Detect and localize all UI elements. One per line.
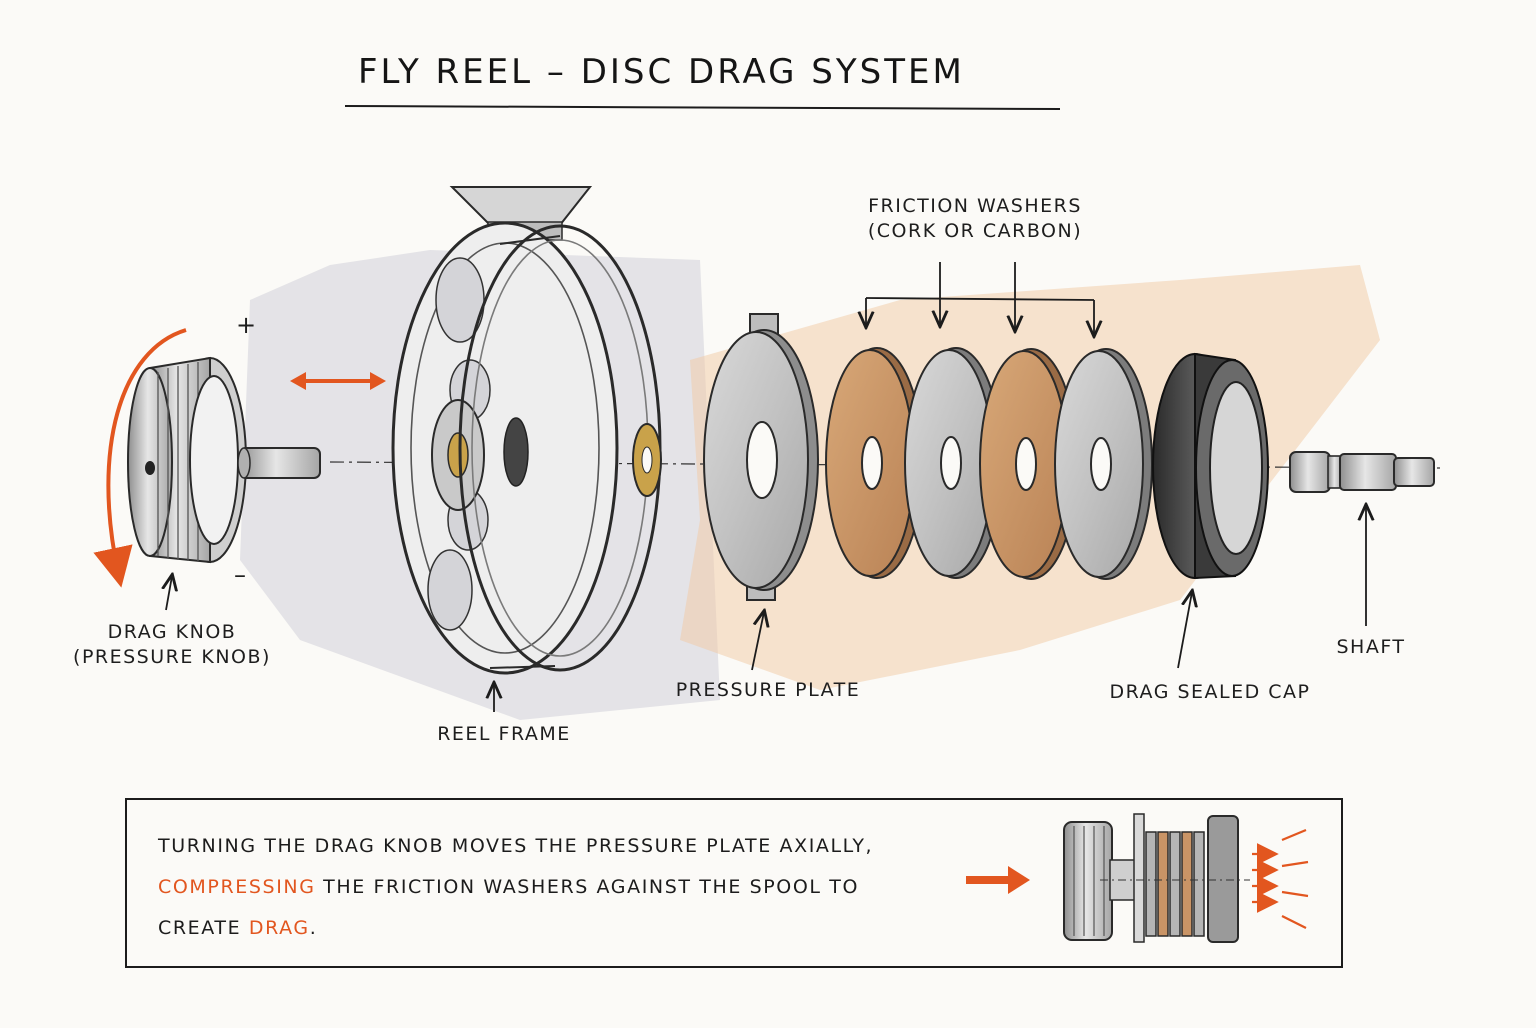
friction-washers	[825, 347, 1153, 580]
washer-cork-1	[825, 347, 924, 579]
drag-knob-label-line2: (PRESSURE KNOB)	[73, 645, 271, 668]
reel-frame	[391, 186, 662, 675]
washers-bracket	[866, 262, 1094, 335]
drag-knob-label: DRAG KNOB (PRESSURE KNOB)	[62, 620, 282, 669]
shaft	[1289, 451, 1435, 493]
rotation-arrow	[93, 328, 187, 588]
shaft-label: SHAFT	[1336, 636, 1406, 658]
friction-washers-label-line2: (CORK OR CARBON)	[867, 219, 1083, 242]
reel-frame-label: REEL FRAME	[437, 723, 571, 745]
friction-washers-label-line1: FRICTION WASHERS	[868, 195, 1082, 217]
pressure-plate-label: PRESSURE PLATE	[675, 679, 861, 701]
note-line3: CREATE	[158, 917, 249, 939]
note-line1: TURNING THE DRAG KNOB MOVES THE PRESSURE…	[158, 835, 874, 857]
label-leaders	[166, 506, 1366, 712]
decrease-sign: –	[234, 561, 248, 589]
axial-movement-arrow	[290, 372, 386, 390]
drag-sealed-cap	[1152, 352, 1269, 580]
pressure-rays	[1252, 828, 1309, 929]
drag-knob-label-line1: DRAG KNOB	[107, 621, 237, 643]
diagram-title: FLY REEL – DISC DRAG SYSTEM	[358, 52, 965, 92]
note-arrow	[966, 866, 1030, 894]
note-highlight-drag: DRAG	[248, 917, 310, 939]
washer-carbon-2	[1054, 348, 1153, 580]
washer-cork-2	[979, 348, 1078, 580]
increase-sign: +	[236, 311, 258, 339]
explanation-note: TURNING THE DRAG KNOB MOVES THE PRESSURE…	[158, 826, 938, 949]
pressure-plate	[703, 313, 819, 601]
note-line2: THE FRICTION WASHERS AGAINST THE SPOOL T…	[315, 876, 859, 898]
title-underline	[344, 105, 1061, 110]
note-highlight-compressing: COMPRESSING	[158, 876, 316, 898]
friction-washers-label: FRICTION WASHERS (CORK OR CARBON)	[840, 194, 1110, 243]
drag-sealed-cap-label: DRAG SEALED CAP	[1109, 681, 1311, 703]
compressed-assembly-illustration	[1063, 813, 1250, 943]
drag-knob	[127, 356, 321, 564]
note-box	[125, 798, 1343, 968]
note-period: .	[309, 917, 318, 939]
